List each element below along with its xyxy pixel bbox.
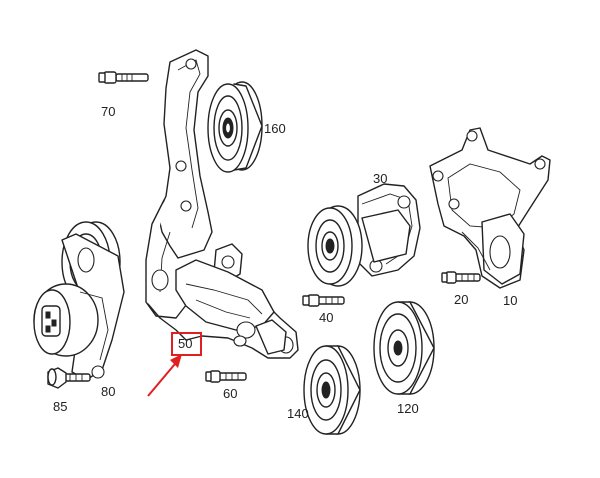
mounting-bracket-50[interactable] xyxy=(145,49,299,359)
callout-140[interactable]: 140 xyxy=(287,406,309,421)
idler-pulley-140[interactable] xyxy=(303,345,361,435)
highlight-box xyxy=(171,332,202,356)
tensioner-assembly-30[interactable] xyxy=(307,183,421,287)
highlight-arrow xyxy=(147,354,182,397)
callout-20[interactable]: 20 xyxy=(454,292,468,307)
callout-50[interactable]: 50 xyxy=(178,336,192,351)
bolt-60[interactable] xyxy=(205,370,247,383)
callout-160[interactable]: 160 xyxy=(264,121,286,136)
callout-30[interactable]: 30 xyxy=(373,171,387,186)
callout-85[interactable]: 85 xyxy=(53,399,67,414)
bolt-40[interactable] xyxy=(302,294,345,307)
callout-60[interactable]: 60 xyxy=(223,386,237,401)
tensioner-bracket-10[interactable] xyxy=(429,127,551,289)
callout-70[interactable]: 70 xyxy=(101,104,115,119)
bolt-70[interactable] xyxy=(98,71,149,84)
callout-120[interactable]: 120 xyxy=(397,401,419,416)
bolt-20[interactable] xyxy=(441,271,481,284)
callout-40[interactable]: 40 xyxy=(319,310,333,325)
bolt-85[interactable] xyxy=(47,367,91,389)
callout-80[interactable]: 80 xyxy=(101,384,115,399)
callout-10[interactable]: 10 xyxy=(503,293,517,308)
grooved-pulley-120[interactable] xyxy=(373,301,435,395)
belt-tensioner-80[interactable] xyxy=(33,221,125,381)
idler-pulley-160[interactable] xyxy=(207,81,263,173)
